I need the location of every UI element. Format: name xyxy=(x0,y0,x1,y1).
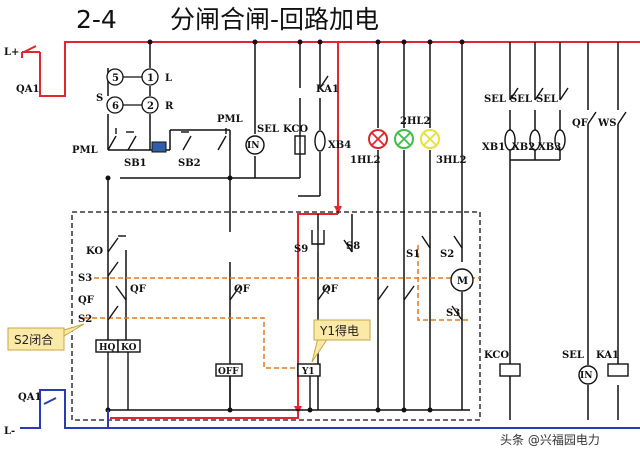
junction-dots xyxy=(105,39,465,413)
kco-contact xyxy=(294,134,306,156)
lamp-green xyxy=(394,129,414,149)
bus-negative-label: L- xyxy=(4,426,15,437)
kco-2-label: KCO xyxy=(484,350,509,361)
pml-left-label: PML xyxy=(72,145,98,156)
s8-label: S8 xyxy=(346,241,360,252)
breaker-top-symbol xyxy=(23,45,37,53)
sb2-label: SB2 xyxy=(178,158,201,169)
control-button-blue xyxy=(151,141,167,153)
sel-2-label: SEL xyxy=(562,350,584,361)
pml-right-label: PML xyxy=(217,114,243,125)
watermark: 头条 @兴福园电力 xyxy=(500,432,600,447)
hl2-label: 2HL2 xyxy=(400,116,430,127)
xb2-label: XB2 xyxy=(512,142,535,153)
right-contacts xyxy=(509,87,627,125)
qf-4-label: QF xyxy=(322,284,338,295)
qf-3-label: QF xyxy=(234,284,250,295)
ka1-bottom-label: KA1 xyxy=(596,350,619,361)
lamp-red xyxy=(368,129,388,149)
qf-r-label: QF xyxy=(572,118,588,129)
sw-1-label: 1 xyxy=(147,73,154,84)
xb4-label: XB4 xyxy=(328,140,351,151)
sel-a-label: SEL xyxy=(484,94,506,105)
sw-r-label: R xyxy=(165,101,174,112)
indicator-in-2 xyxy=(578,365,598,385)
breaker-mechanism-box xyxy=(71,211,481,421)
s2-1-label: S2 xyxy=(78,314,92,325)
xb1-label: XB1 xyxy=(482,142,505,153)
ka1-coil xyxy=(607,363,629,377)
sw-2-label: 2 xyxy=(147,101,154,112)
motor xyxy=(450,268,474,292)
callout-y1-energized-text: Y1得电 xyxy=(319,323,359,338)
ka1-contact xyxy=(319,75,329,89)
s3-1-label: S3 xyxy=(78,273,92,284)
lamp-yellow xyxy=(420,129,440,149)
energized-path xyxy=(110,42,339,419)
kco-coil xyxy=(499,363,521,377)
s1-label: S1 xyxy=(406,249,420,260)
s9-label: S9 xyxy=(294,244,308,255)
breaker-top-label: QA1 xyxy=(16,84,39,95)
sw-s-label: S xyxy=(96,93,103,104)
callout-y1-energized: Y1得电 xyxy=(311,319,371,363)
push-button-contacts xyxy=(107,128,227,151)
right-links xyxy=(504,129,566,151)
kco-1-label: KCO xyxy=(283,124,308,135)
xb3-label: XB3 xyxy=(538,142,561,153)
callout-s2-closed: S2闭合 xyxy=(7,323,85,351)
sw-5-label: 5 xyxy=(112,73,119,84)
hl1-label: 1HL2 xyxy=(350,155,380,166)
wiring xyxy=(107,42,619,420)
sel-1-label: SEL xyxy=(257,124,279,135)
sel-c-label: SEL xyxy=(536,94,558,105)
hl3-label: 3HL2 xyxy=(436,155,466,166)
selector-switch xyxy=(106,68,159,114)
title-text: 分闸合闸-回路加电 xyxy=(170,5,379,34)
xb4-link xyxy=(314,130,326,152)
internal-contacts xyxy=(107,230,463,321)
y1-label: Y1 xyxy=(301,367,315,377)
coil-leads xyxy=(107,352,311,410)
in-2-label: IN xyxy=(580,371,592,381)
ko-1-label: KO xyxy=(86,246,103,257)
s2-2-label: S2 xyxy=(440,249,454,260)
hq-label: HQ xyxy=(99,343,116,353)
sw-l-label: L xyxy=(165,73,172,84)
qf-2-label: QF xyxy=(130,284,146,295)
motor-label: M xyxy=(457,276,468,287)
coils xyxy=(95,339,321,377)
indicator-in-1 xyxy=(245,135,265,155)
ko-2-label: KO xyxy=(121,343,137,353)
breaker-bottom-label: QA1 xyxy=(18,392,41,403)
s3-2-label: S3 xyxy=(446,308,460,319)
ka1-top-label: KA1 xyxy=(316,84,339,95)
in-1-label: IN xyxy=(247,141,259,151)
aux-linkage xyxy=(84,245,480,369)
sw-6-label: 6 xyxy=(112,101,119,112)
breaker-bottom-symbol xyxy=(43,397,57,405)
sel-b-label: SEL xyxy=(510,94,532,105)
bus-positive-label: L+ xyxy=(4,47,19,58)
title-number: 2-4 xyxy=(76,5,117,34)
sb1-label: SB1 xyxy=(124,158,147,169)
qf-1-label: QF xyxy=(78,295,94,306)
negative-bus xyxy=(20,389,640,429)
callout-s2-closed-text: S2闭合 xyxy=(14,332,53,347)
ws-label: WS xyxy=(597,118,616,129)
off-label: OFF xyxy=(218,367,239,377)
